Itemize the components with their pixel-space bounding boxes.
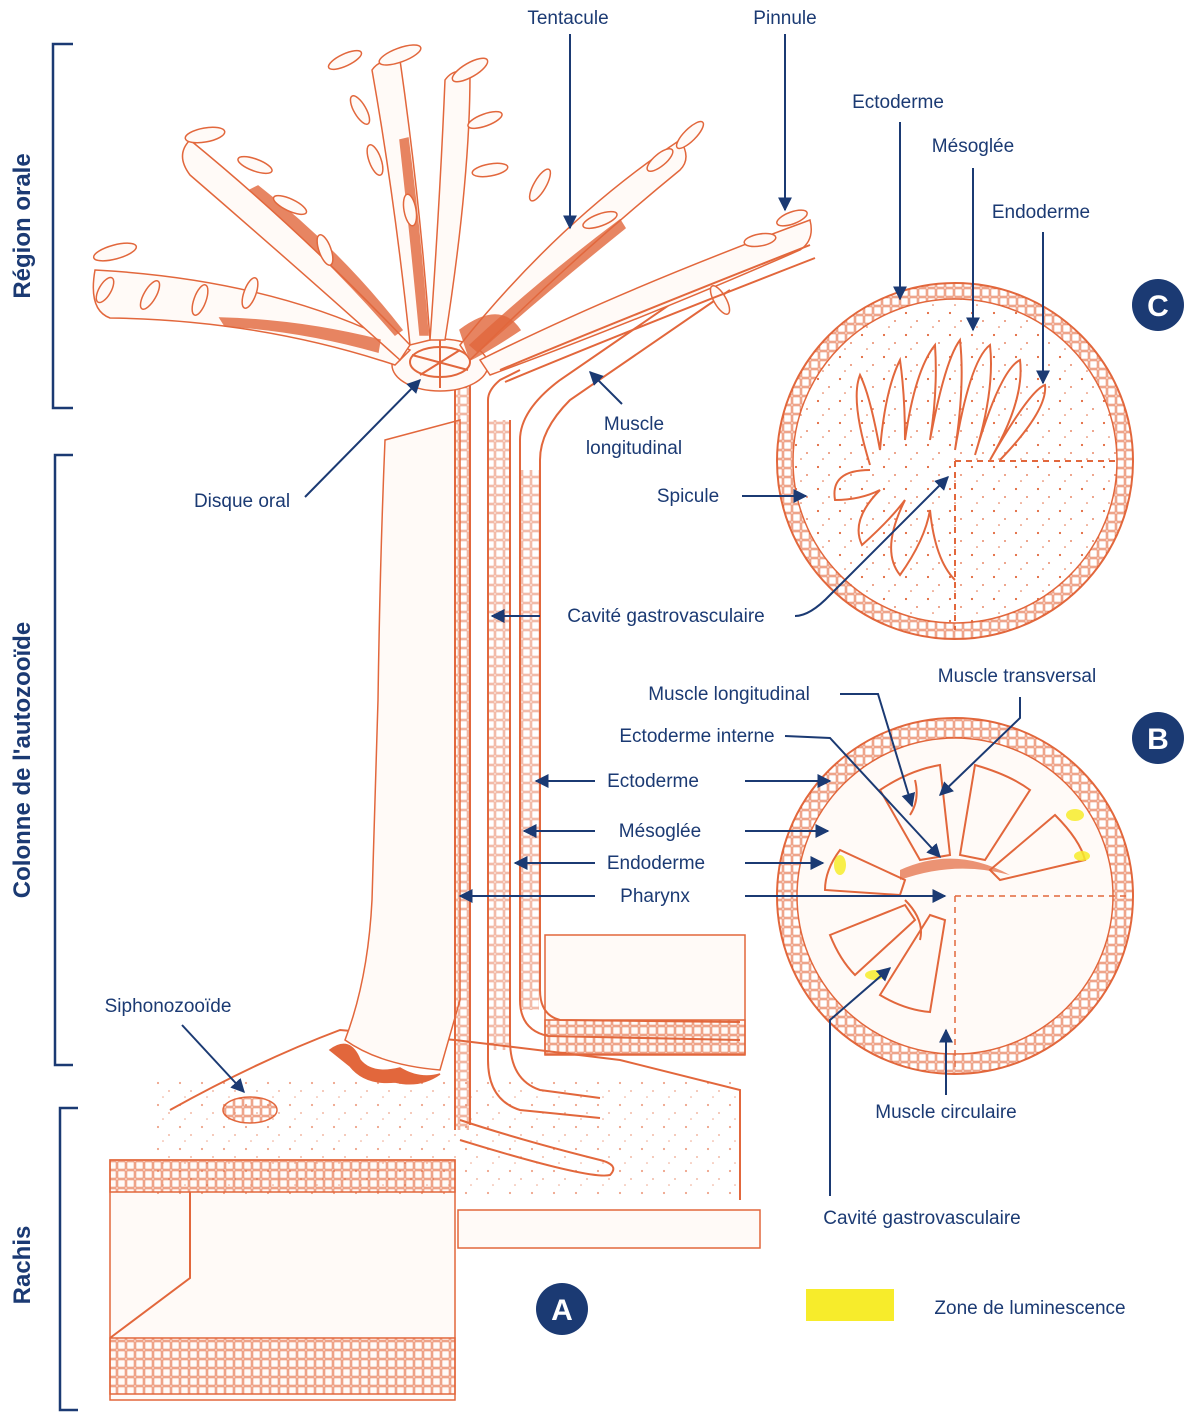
label-ectoderme-c: Ectoderme xyxy=(852,92,944,113)
badge-a: A xyxy=(536,1283,588,1335)
label-disque-oral: Disque oral xyxy=(194,491,290,512)
label-muscle-circulaire: Muscle circulaire xyxy=(875,1102,1016,1123)
autozooid-illustration xyxy=(92,41,815,1400)
siphonozooid xyxy=(223,1097,277,1123)
label-endoderme-a: Endoderme xyxy=(607,853,705,874)
bracket-column xyxy=(55,455,73,1065)
section-brackets xyxy=(53,44,78,1410)
bracket-rachis xyxy=(60,1108,78,1410)
label-mesoglee-c: Mésoglée xyxy=(932,136,1014,157)
label-cavite-gastrovasculaire-b: Cavité gastrovasculaire xyxy=(823,1208,1020,1229)
label-muscle-longitudinal-line2: longitudinal xyxy=(586,438,682,459)
label-ectoderme-a: Ectoderme xyxy=(607,771,699,792)
label-endoderme-c: Endoderme xyxy=(992,202,1090,223)
label-pinnule: Pinnule xyxy=(753,8,816,29)
svg-text:A: A xyxy=(551,1294,573,1327)
label-cavite-gastrovasculaire-a: Cavité gastrovasculaire xyxy=(567,606,764,627)
legend: Zone de luminescence xyxy=(806,1289,1126,1321)
label-pharynx: Pharynx xyxy=(620,886,690,907)
section-label-oral: Région orale xyxy=(9,153,36,298)
badge-c: C xyxy=(1132,279,1184,331)
label-ectoderme-interne: Ectoderme interne xyxy=(619,726,774,747)
tentacles xyxy=(92,41,811,375)
badge-b: B xyxy=(1132,712,1184,764)
svg-text:C: C xyxy=(1147,290,1169,323)
label-mesoglee-a: Mésoglée xyxy=(619,821,701,842)
autozooid-column xyxy=(345,420,460,1070)
label-muscle-longitudinal-b: Muscle longitudinal xyxy=(648,684,810,705)
section-label-column: Colonne de l'autozooïde xyxy=(9,622,36,898)
label-muscle-longitudinal-line1: Muscle xyxy=(604,414,664,435)
cross-section-c xyxy=(777,283,1133,639)
label-tentacule: Tentacule xyxy=(527,8,608,29)
bracket-oral xyxy=(53,44,73,408)
rachis-layer-bottom xyxy=(110,1338,455,1394)
label-siphonozooide: Siphonozooïde xyxy=(105,996,232,1017)
rachis-block-right xyxy=(458,1210,760,1248)
label-spicule: Spicule xyxy=(657,486,719,507)
section-label-rachis: Rachis xyxy=(9,1226,36,1305)
legend-swatch-luminescence xyxy=(806,1289,894,1321)
legend-label: Zone de luminescence xyxy=(934,1298,1125,1319)
label-muscle-transversal: Muscle transversal xyxy=(938,666,1096,687)
svg-text:B: B xyxy=(1147,723,1169,756)
